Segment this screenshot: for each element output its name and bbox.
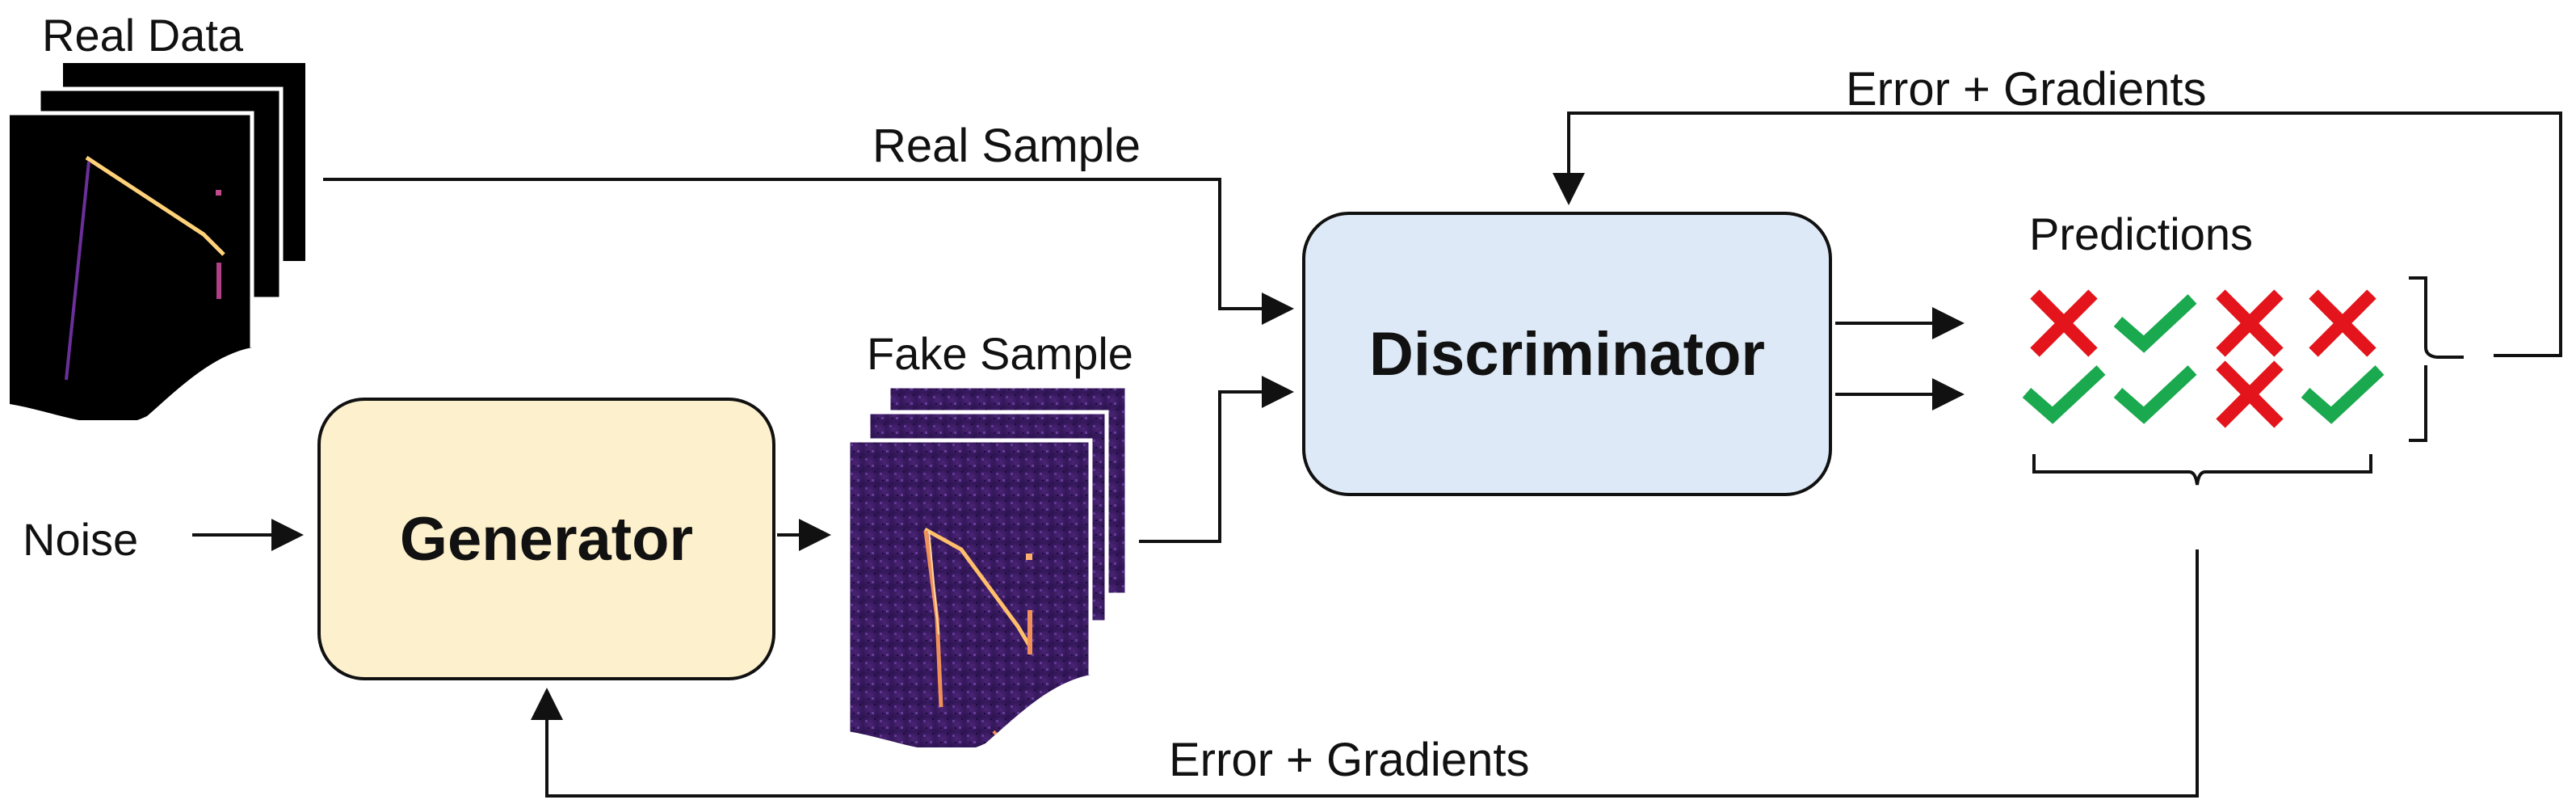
real-sample-arrow (323, 178, 1294, 325)
error-gradients-bottom-label: Error + Gradients (1169, 734, 1530, 786)
real-data-label: Real Data (42, 10, 244, 61)
cross-icon (2309, 289, 2376, 357)
cross-icon (2030, 289, 2098, 357)
fake-sample-arrow (1139, 376, 1294, 543)
generator-label: Generator (399, 504, 694, 574)
real-data-image (10, 111, 254, 420)
fake-sample-label: Fake Sample (867, 328, 1133, 379)
right-brace (2409, 276, 2464, 442)
check-icon (2022, 365, 2106, 424)
bottom-feedback-arrow (531, 549, 2199, 798)
cross-icon (2216, 289, 2284, 357)
error-gradients-top-label: Error + Gradients (1846, 63, 2207, 116)
prediction-braces (2032, 276, 2464, 486)
check-icon (2113, 365, 2197, 424)
prediction-grid (2022, 289, 2385, 428)
noise-label: Noise (23, 514, 139, 565)
discriminator-label: Discriminator (1369, 319, 1765, 389)
discriminator-box: Discriminator (1302, 212, 1832, 496)
top-feedback-arrow (1553, 112, 2562, 357)
bottom-brace (2032, 454, 2372, 486)
check-icon (2301, 365, 2385, 424)
real-data-stack (10, 63, 305, 420)
connectors (192, 112, 2562, 798)
predictions-label: Predictions (2029, 208, 2254, 259)
fake-sample-stack (846, 384, 1129, 747)
generator-box: Generator (317, 398, 775, 680)
fake-sample-image (846, 438, 1093, 747)
real-sample-label: Real Sample (872, 120, 1141, 172)
cross-icon (2216, 360, 2284, 428)
check-icon (2113, 294, 2197, 353)
